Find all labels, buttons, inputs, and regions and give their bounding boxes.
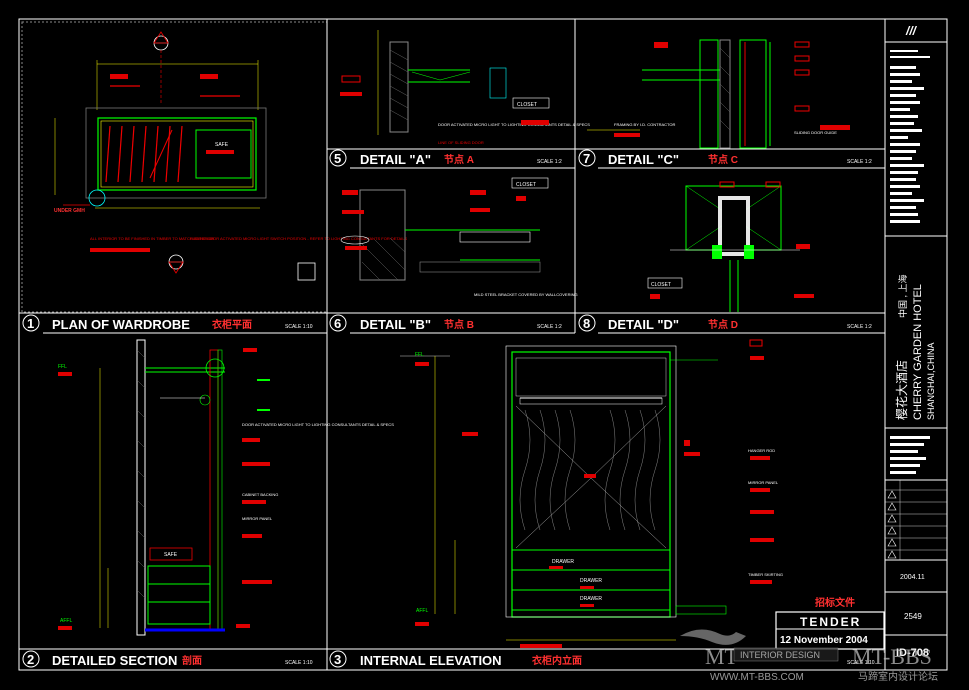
safe-plan-label: SAFE — [215, 142, 229, 148]
panel-7-number: 7 — [583, 151, 590, 166]
line-sliding-door-label: LINE OF SLIDING DOOR — [438, 140, 484, 145]
timber-skirting-label: TIMBER SKIRTING — [748, 572, 783, 577]
panel-2-title-bar: 2 DETAILED SECTION 剖面 SCALE 1:10 — [19, 648, 327, 668]
tender-date: 12 November 2004 — [780, 635, 868, 646]
drawing-date: 2004.11 — [900, 574, 925, 581]
plan-of-wardrobe-drawing: SAFE UNDER GMH ALL INTERIOR TO BE FINISH… — [21, 21, 408, 313]
framing-label-c: FRAMING BY I.D. CONTRACTOR — [614, 122, 676, 127]
panel-3-number: 3 — [334, 652, 341, 667]
panel-3-scale: SCALE 1:10 — [847, 660, 875, 666]
sliding-door-guide-label: SLIDING DOOR GUIDE — [794, 130, 837, 135]
panel-6-scale: SCALE 1:2 — [537, 324, 562, 330]
section-affl-label: AFFL — [60, 618, 72, 624]
panel-8-title-cn: 节点 D — [708, 318, 738, 331]
location-en: SHANGHAI,CHINA — [926, 342, 936, 420]
panel-3-title-cn: 衣柜内立面 — [532, 654, 582, 667]
title-block: /// 樱花大酒店 中国 , 上海 CHERRY GARDEN HOTEL SH… — [884, 19, 947, 670]
project-name-cn: 樱花大酒店 — [894, 360, 909, 420]
panel-8-title-bar: 8 DETAIL "D" 节点 D SCALE 1:2 — [575, 312, 885, 334]
internal-elevation-drawing: DRAWER DRAWER DRAWER FFL AFFL HANGER ROD… — [400, 339, 855, 648]
detail-d-drawing: CLOSET — [647, 181, 814, 312]
panel-7-title: DETAIL "C" — [608, 152, 679, 167]
panel-6-number: 6 — [334, 316, 341, 331]
panel-7-scale: SCALE 1:2 — [847, 159, 872, 165]
job-number: 2549 — [904, 612, 922, 621]
closet-a-label: CLOSET — [517, 102, 537, 108]
detail-a-note: DOOR ACTIVATED MICRO LIGHT TO LIGHTING C… — [438, 122, 590, 127]
panel-5-title-cn: 节点 A — [444, 153, 474, 166]
watermark-tagline: INTERIOR DESIGN — [740, 650, 820, 660]
closet-b-label: CLOSET — [516, 182, 536, 188]
cabinet-backing-label: CABINET BACKING — [242, 492, 278, 497]
mild-steel-bracket-label: MILD STEEL BRACKET COVERED BY WALLCOVERI… — [474, 292, 578, 297]
panel-7-title-bar: 7 DETAIL "C" 节点 C SCALE 1:2 — [575, 148, 885, 169]
tender-status: TENDER — [800, 615, 861, 629]
panel-1-scale: SCALE 1:10 — [285, 324, 313, 330]
site-watermark: MT INTERIOR DESIGN MT-BBS WWW.MT-BBS.COM… — [680, 629, 938, 683]
drawer-2-label: DRAWER — [580, 578, 602, 584]
drawer-1-label: DRAWER — [552, 559, 574, 565]
panel-5-number: 5 — [334, 151, 341, 166]
plan-note-1: ALL INTERIOR TO BE FINISHED IN TIMBER TO… — [90, 236, 214, 241]
location-cn: 中国 , 上海 — [897, 274, 908, 318]
elevation-ffl-label: FFL — [415, 352, 424, 358]
elevation-affl-label: AFFL — [416, 608, 428, 614]
panel-5-title: DETAIL "A" — [360, 152, 431, 167]
panel-2-title: DETAILED SECTION — [52, 653, 177, 668]
safe-section-label: SAFE — [164, 552, 178, 558]
section-micro-light-label: DOOR ACTIVATED MICRO LIGHT TO LIGHTING C… — [242, 422, 394, 427]
tender-stamp: TENDER 12 November 2004 — [775, 611, 885, 650]
panel-8-scale: SCALE 1:2 — [847, 324, 872, 330]
panel-1-title-cn: 衣柜平面 — [212, 318, 252, 331]
panel-5-title-bar: 5 DETAIL "A" 节点 A SCALE 1:2 — [327, 148, 575, 169]
detail-a-drawing: DOOR ACTIVATED MICRO LIGHT TO LIGHTING C… — [340, 30, 590, 145]
hanger-rod-label: HANGER ROD — [748, 448, 775, 453]
panel-6-title-bar: 6 DETAIL "B" 节点 B SCALE 1:2 — [327, 312, 575, 334]
watermark-brand-right: MT-BBS — [852, 644, 932, 669]
panel-2-title-cn: 剖面 — [182, 654, 202, 667]
mirror-panel-label-section: MIRROR PANEL — [242, 516, 273, 521]
detail-b-drawing: CLOSET MILD STEEL BRACKET COVERED BY WAL… — [340, 177, 578, 297]
panel-2-scale: SCALE 1:10 — [285, 660, 313, 666]
closet-d-label: CLOSET — [651, 282, 671, 288]
panel-8-title: DETAIL "D" — [608, 317, 679, 332]
panel-2-number: 2 — [27, 652, 34, 667]
project-name-en: CHERRY GARDEN HOTEL — [912, 284, 924, 420]
panel-1-title: PLAN OF WARDROBE — [52, 317, 190, 332]
section-ffl-label: FFL — [58, 364, 67, 370]
drawer-3-label: DRAWER — [580, 596, 602, 602]
panel-6-title: DETAIL "B" — [360, 317, 431, 332]
panel-5-scale: SCALE 1:2 — [537, 159, 562, 165]
watermark-url: WWW.MT-BBS.COM — [710, 672, 804, 683]
mirror-panel-label-elev: MIRROR PANEL — [748, 480, 779, 485]
detailed-section-drawing: SAFE FFL AFFL DOOR ACTIVATED MICRO LIGHT… — [58, 339, 394, 636]
firm-logo-mark: /// — [905, 24, 918, 38]
tender-mark-cn: 招标文件 — [815, 596, 855, 609]
plan-note-2: SLIDING DOOR ACTIVATED MICRO LIGHT SWITC… — [190, 236, 408, 241]
panel-1-title-bar: 1 PLAN OF WARDROBE 衣柜平面 SCALE 1:10 — [19, 312, 327, 334]
panel-7-title-cn: 节点 C — [708, 153, 738, 166]
panel-6-title-cn: 节点 B — [444, 318, 474, 331]
watermark-forum-cn: 马蹄室内设计论坛 — [858, 670, 938, 683]
detail-c-drawing: FRAMING BY I.D. CONTRACTOR SLIDING DOOR … — [587, 39, 850, 149]
panel-8-number: 8 — [583, 316, 590, 331]
drawing-number: ID-708 — [896, 647, 929, 659]
sheet-border — [18, 18, 948, 671]
watermark-brand-left: MT — [705, 644, 739, 669]
panel-3-title: INTERNAL ELEVATION — [360, 653, 502, 668]
panel-1-number: 1 — [27, 316, 34, 331]
under-gmh-label: UNDER GMH — [54, 208, 85, 214]
panel-3-title-bar: 3 INTERNAL ELEVATION 衣柜内立面 SCALE 1:10 — [327, 648, 875, 668]
